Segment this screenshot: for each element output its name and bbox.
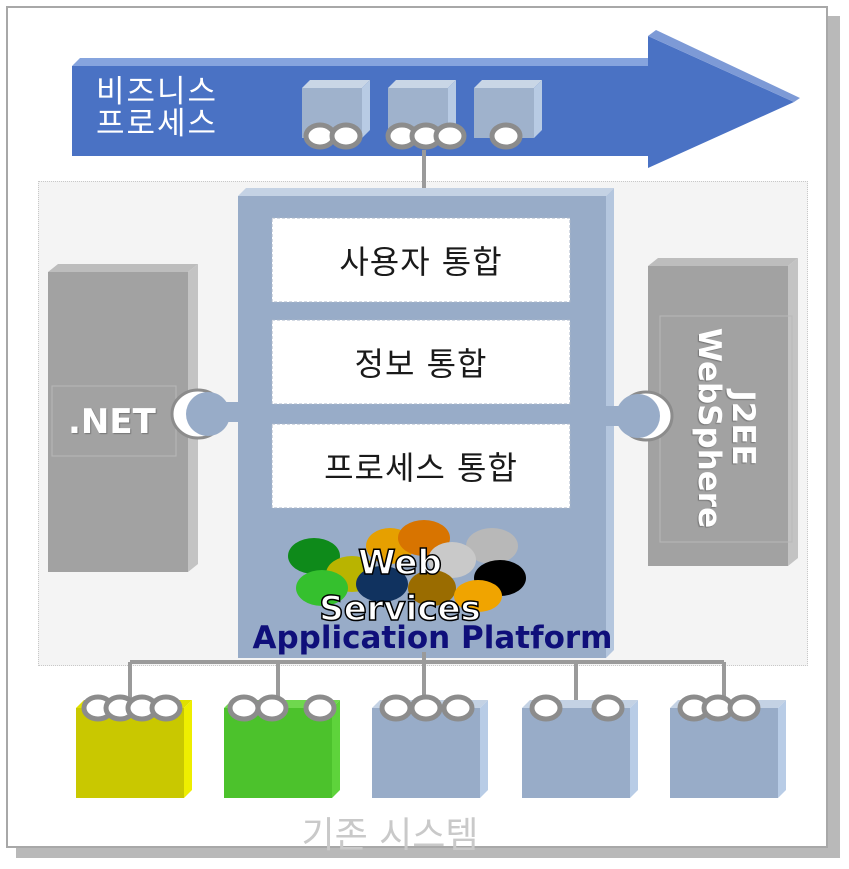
connector-ring-icon	[329, 122, 363, 150]
business-process-label: 비즈니스 프로세스	[96, 76, 218, 140]
business-process-line1: 비즈니스	[96, 74, 219, 110]
legacy-bus-lines	[128, 652, 726, 700]
connector-ring-icon	[727, 694, 761, 722]
connector-ring-icon	[409, 694, 443, 722]
connector-ring-icon	[227, 694, 261, 722]
application-platform-box	[238, 188, 614, 658]
business-process-line2: 프로세스	[96, 106, 219, 142]
j2ee-line2: WebSphere	[691, 327, 727, 529]
web-services-label: Web Services	[300, 540, 500, 632]
web-services-line1: Web	[357, 542, 442, 584]
dotnet-server	[48, 264, 198, 572]
connector-ring-icon	[303, 694, 337, 722]
connector-ring-icon	[591, 694, 625, 722]
connector-ring-icon	[529, 694, 563, 722]
information-integration-label: 정보 통합	[354, 345, 488, 383]
user-integration-label: 사용자 통합	[339, 243, 503, 281]
dotnet-connector	[170, 388, 242, 440]
web-services-bubbles-icon	[288, 520, 526, 612]
connector-ring-icon	[255, 694, 289, 722]
dotnet-label: .NET	[68, 402, 156, 442]
connector-ring-icon	[441, 694, 475, 722]
j2ee-line1: J2EE	[725, 390, 761, 466]
application-platform-label: Application Platform	[252, 620, 613, 656]
process-integration-label: 프로세스 통합	[324, 449, 518, 487]
web-services-line2: Services	[318, 588, 481, 630]
connector-ring-icon	[379, 694, 413, 722]
legacy-systems-label: 기존 시스템	[301, 815, 479, 856]
connector-ring-icon	[149, 694, 183, 722]
websphere-connector	[604, 390, 674, 442]
j2ee-websphere-label: J2EE WebSphere	[676, 328, 776, 528]
connector-ring-icon	[433, 122, 467, 150]
legacy-system-green	[224, 700, 340, 798]
connector-ring-icon	[489, 122, 523, 150]
